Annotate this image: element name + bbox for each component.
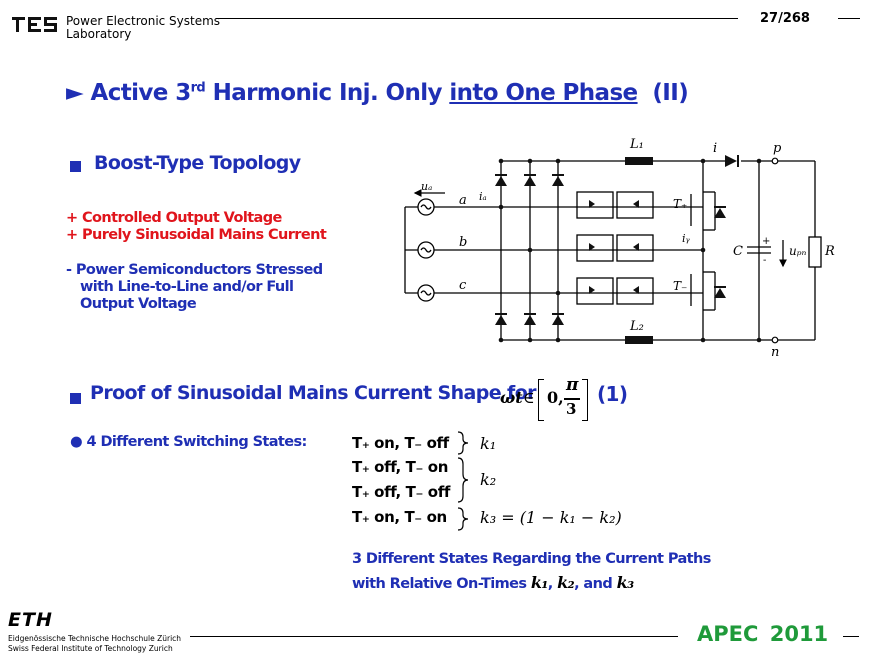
note-comma: , [547,576,554,592]
label-L2: L₂ [629,319,644,334]
title-sup: rd [190,80,206,96]
con-line-2: with Line-to-Line and/or Full [80,279,294,295]
boost-heading: Boost-Type Topology [94,152,301,174]
state-3: T₊ off, T₋ off [352,483,450,501]
interval-formula: ωt ∈ 0, π 3 [500,375,590,424]
label-R: R [824,244,835,259]
interval-pi: π [566,375,579,395]
note-line-1: 3 Different States Regarding the Current… [352,551,711,567]
state-2: T₊ off, T₋ on [352,458,448,476]
page-number: 27/268 [760,11,810,26]
con-line-3: Output Voltage [80,296,197,312]
apec-text: APEC [697,622,759,646]
pro-2: + Purely Sinusoidal Mains Current [66,227,327,243]
right-bracket [582,379,588,421]
label-c: c [459,278,467,293]
lab-line2: Laboratory [66,27,132,41]
eth-logo: ETH [8,609,53,631]
omega-t: ωt [500,388,523,407]
cons-list: - Power Semiconductors Stressed with Lin… [66,262,323,313]
left-bracket [538,379,544,421]
label-C: C [733,244,743,259]
bullet-square-2 [70,391,81,409]
label-cap-minus: - [763,255,766,266]
label-iy: iᵧ [682,232,691,245]
note-and: , and [574,576,613,592]
slide-title: ► Active 3rd Harmonic Inj. Only into One… [66,80,689,106]
footer-rule [190,636,678,637]
note-k3: k₃ [616,573,635,592]
element-of-symbol: ∈ [523,388,535,407]
apec-logo: APEC 2011 [697,622,828,646]
bullet-square-1 [70,159,81,177]
note-k2: k₂ [557,573,575,592]
state-4: T₊ on, T₋ on [352,508,447,526]
pes-logo [12,14,58,41]
proof-heading: Proof of Sinusoidal Mains Current Shape … [90,382,537,404]
lab-name: Power Electronic Systems Laboratory [66,15,220,41]
label-Tplus: T₊ [673,197,687,211]
title-underlined: into One Phase [449,80,638,106]
con-line-1: - Power Semiconductors Stressed [66,262,323,278]
header-rule-right [838,18,860,19]
label-cap-plus: + [762,236,770,247]
label-ua: uₐ [421,180,432,193]
interval-three: 3 [566,400,577,418]
note-line2-pre: with Relative On-Times [352,576,527,592]
pros-list: + Controlled Output Voltage + Purely Sin… [66,210,327,244]
eth-name: Eidgenössische Technische Hochschule Zür… [8,634,181,654]
eth-line-2: Swiss Federal Institute of Technology Zu… [8,644,173,653]
note-k1: k₁ [530,573,549,592]
label-i: i [713,141,717,156]
state-1: T₊ on, T₋ off [352,434,449,452]
title-mid: Harmonic Inj. Only [205,80,450,106]
circuit-diagram: L₁ L₂ i p n uₐ iₐ a b c T₊ T₋ iᵧ C uₚₙ R… [404,137,835,360]
apec-year: 2011 [769,622,829,646]
state-braces [457,431,469,531]
label-p: p [773,141,782,156]
k3-formula: k₃ = (1 − k₁ − k₂) [480,508,622,527]
fraction-bar [564,398,580,400]
interval-zero: 0, [547,388,564,407]
k1-label: k₁ [480,434,497,453]
title-post: (II) [652,80,689,106]
eth-line-1: Eidgenössische Technische Hochschule Zür… [8,634,182,643]
bullet-dot: ● [70,434,83,450]
label-a: a [459,193,467,208]
label-n: n [771,345,779,360]
label-ia: iₐ [479,190,487,203]
lab-line1: Power Electronic Systems [66,14,221,28]
label-L1: L₁ [629,137,644,152]
label-upn: uₚₙ [789,244,807,258]
note-line-2: with Relative On-Times k₁, k₂, and k₃ [352,573,635,592]
pro-1: + Controlled Output Voltage [66,210,282,226]
label-b: b [459,235,467,250]
k2-label: k₂ [480,470,497,489]
states-bullet-text: 4 Different Switching States: [86,434,308,450]
states-bullet: ● 4 Different Switching States: [70,434,307,450]
footer-rule-right [843,636,859,637]
proof-tag: (1) [597,382,628,406]
header-rule [216,18,738,19]
title-pre: ► Active 3 [66,80,191,106]
label-Tminus: T₋ [673,279,687,293]
